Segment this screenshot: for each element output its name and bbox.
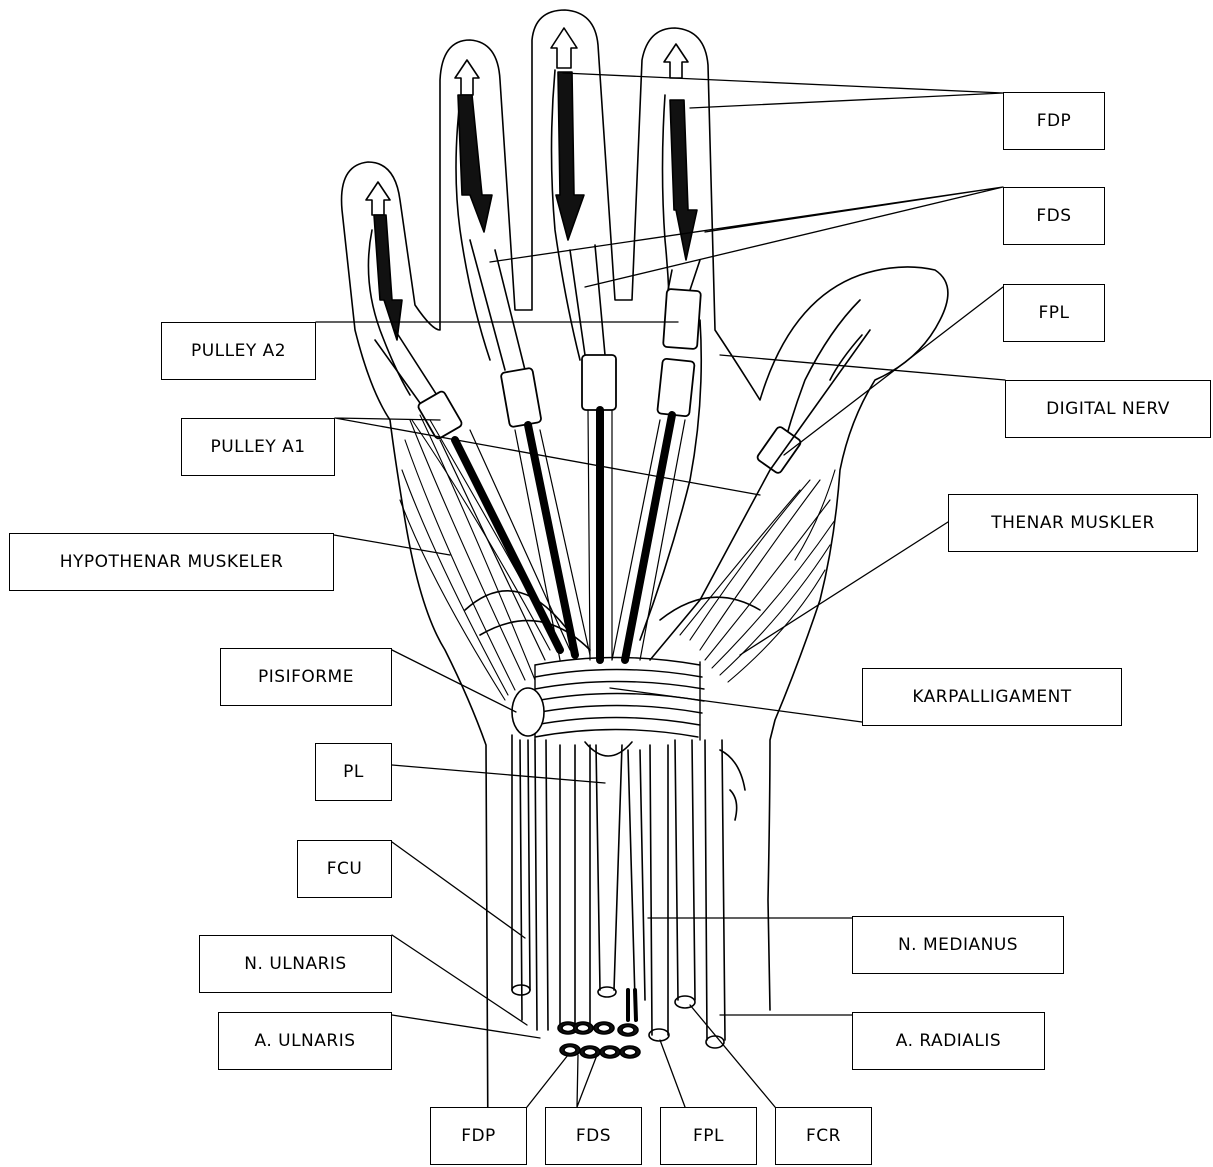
label-a-ulnaris-text: A. ULNARIS bbox=[254, 1031, 355, 1051]
label-pl-text: PL bbox=[343, 762, 364, 782]
tip-middle bbox=[551, 28, 577, 68]
label-fcu: FCU bbox=[297, 840, 392, 898]
label-hypothenar-muskeler: HYPOTHENAR MUSKELER bbox=[9, 533, 334, 591]
label-pulley-a2-text: PULLEY A2 bbox=[191, 341, 286, 361]
pulley-a1-middle bbox=[582, 355, 616, 410]
pulley-a2-index bbox=[663, 289, 701, 349]
label-hypothenar-muskeler-text: HYPOTHENAR MUSKELER bbox=[60, 552, 284, 572]
label-pisiforme: PISIFORME bbox=[220, 648, 392, 706]
fdp-tendon-little bbox=[374, 215, 402, 340]
fdp-tendon-middle bbox=[556, 72, 584, 240]
label-n-medianus: N. MEDIANUS bbox=[852, 916, 1064, 974]
pl-tendon bbox=[596, 745, 622, 990]
label-karpalligament: KARPALLIGAMENT bbox=[862, 668, 1122, 726]
tip-ring bbox=[455, 60, 479, 95]
fds-tendon-little-a bbox=[375, 340, 425, 410]
pulley-a1-little bbox=[417, 390, 463, 440]
label-fpl-top: FPL bbox=[1003, 284, 1105, 342]
label-fcu-text: FCU bbox=[327, 859, 363, 879]
palm-tendon-little bbox=[455, 440, 560, 650]
label-karpalligament-text: KARPALLIGAMENT bbox=[912, 687, 1071, 707]
fdp-tendon-index bbox=[670, 100, 697, 260]
label-n-ulnaris: N. ULNARIS bbox=[199, 935, 392, 993]
fds-tendon-middle-a bbox=[570, 250, 585, 355]
label-fdp-top-text: FDP bbox=[1037, 111, 1072, 131]
label-fds-bottom: FDS bbox=[545, 1107, 642, 1165]
label-a-radialis-text: A. RADIALIS bbox=[896, 1031, 1001, 1051]
label-fds-top-text: FDS bbox=[1036, 206, 1071, 226]
fds-tendon-middle-b bbox=[595, 245, 605, 355]
label-pulley-a1-text: PULLEY A1 bbox=[210, 437, 305, 457]
label-a-ulnaris: A. ULNARIS bbox=[218, 1012, 392, 1070]
thenar-muscle-lines bbox=[680, 470, 835, 682]
label-fds-top: FDS bbox=[1003, 187, 1105, 245]
label-n-ulnaris-text: N. ULNARIS bbox=[244, 954, 346, 974]
fdp-tendon-ring bbox=[458, 95, 492, 232]
label-thenar-muskler: THENAR MUSKLER bbox=[948, 494, 1198, 552]
palm-tendon-index bbox=[625, 415, 672, 660]
ulnar-nerve bbox=[520, 740, 522, 1020]
pulley-a1-ring bbox=[501, 368, 542, 428]
label-fcr-bottom: FCR bbox=[775, 1107, 872, 1165]
label-fdp-bottom: FDP bbox=[430, 1107, 527, 1165]
label-fds-bottom-text: FDS bbox=[576, 1126, 611, 1146]
label-fdp-bottom-text: FDP bbox=[461, 1126, 496, 1146]
fpl-forearm-tendon bbox=[650, 745, 668, 1035]
label-a-radialis: A. RADIALIS bbox=[852, 1012, 1045, 1070]
label-thenar-muskler-text: THENAR MUSKLER bbox=[991, 513, 1155, 533]
fds-tendon-little-b bbox=[395, 330, 440, 400]
label-pisiforme-text: PISIFORME bbox=[258, 667, 354, 687]
label-digital-nerv-text: DIGITAL NERV bbox=[1046, 399, 1170, 419]
label-fcr-bottom-text: FCR bbox=[806, 1126, 841, 1146]
pulley-thumb bbox=[756, 426, 802, 475]
pisiform-bone bbox=[512, 688, 544, 736]
carpal-ligament bbox=[535, 658, 704, 741]
fds-tendon-index-b bbox=[690, 260, 700, 290]
pulley-a1-index bbox=[657, 358, 695, 416]
label-pl: PL bbox=[315, 743, 392, 801]
label-fdp-top: FDP bbox=[1003, 92, 1105, 150]
label-fpl-bottom: FPL bbox=[660, 1107, 757, 1165]
label-n-medianus-text: N. MEDIANUS bbox=[898, 935, 1018, 955]
label-pulley-a2: PULLEY A2 bbox=[161, 322, 316, 380]
label-digital-nerv: DIGITAL NERV bbox=[1005, 380, 1211, 438]
label-pulley-a1: PULLEY A1 bbox=[181, 418, 335, 476]
ulnar-artery bbox=[535, 740, 548, 1030]
tip-index bbox=[664, 44, 688, 78]
median-nerve bbox=[628, 750, 645, 1000]
label-fpl-bottom-text: FPL bbox=[693, 1126, 724, 1146]
radial-artery bbox=[705, 740, 725, 1040]
fcr-tendon bbox=[675, 740, 695, 1000]
tip-little bbox=[366, 182, 390, 215]
label-fpl-top-text: FPL bbox=[1038, 303, 1069, 323]
